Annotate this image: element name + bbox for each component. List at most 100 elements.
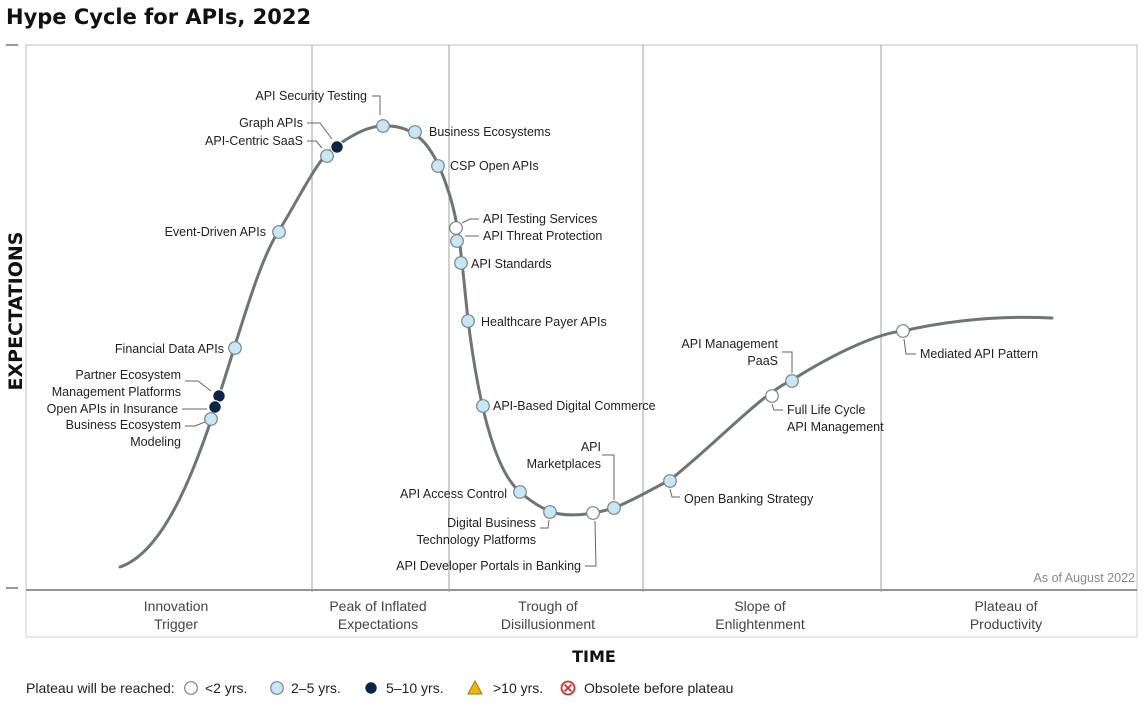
- point-api-management-paas[interactable]: [785, 374, 799, 388]
- label-graph-apis: Graph APIs: [239, 116, 303, 130]
- leader-mediated-api-pattern: [903, 338, 916, 355]
- point-event-driven-apis[interactable]: [272, 225, 286, 239]
- leader-api-security-testing: [372, 95, 381, 115]
- point-api-centric-saas[interactable]: [320, 149, 334, 163]
- label-partner-ecosystem-management-platforms: Management Platforms: [52, 385, 181, 399]
- legend-marker-x: [563, 683, 573, 693]
- leader-digital-business-technology-platforms: [540, 519, 550, 529]
- point-api-security-testing[interactable]: [376, 119, 390, 133]
- label-open-apis-in-insurance: Open APIs in Insurance: [47, 402, 178, 416]
- chart-title: Hype Cycle for APIs, 2022: [6, 5, 311, 29]
- label-api-standards: API Standards: [471, 257, 552, 271]
- legend-item-2to5: 2–5 yrs.: [270, 680, 341, 696]
- phase-label-slope-of-enlightenment: Slope of: [734, 598, 785, 614]
- label-api-developer-portals-in-banking: API Developer Portals in Banking: [396, 559, 581, 573]
- point-api-marketplaces[interactable]: [607, 501, 621, 515]
- point-api-based-digital-commerce[interactable]: [476, 399, 490, 413]
- label-business-ecosystem-modeling: Modeling: [130, 435, 181, 449]
- technology-points: [204, 119, 910, 520]
- phase-label-plateau-of-productivity: Plateau of: [974, 598, 1037, 614]
- legend-item-obsolete: Obsolete before plateau: [560, 680, 733, 696]
- leader-api-testing-services: [461, 218, 479, 224]
- label-full-life-cycle-api-management: API Management: [787, 420, 884, 434]
- legend-item-5to10: 5–10 yrs.: [364, 680, 444, 696]
- label-api-based-digital-commerce: API-Based Digital Commerce: [493, 399, 656, 413]
- phase-label-trough-of-disillusionment: Disillusionment: [501, 616, 595, 632]
- phase-label-peak-of-inflated-expectations: Expectations: [338, 616, 418, 632]
- point-api-standards[interactable]: [454, 256, 468, 270]
- point-graph-apis[interactable]: [330, 140, 344, 154]
- leader-api-centric-saas: [307, 140, 323, 149]
- legend-label-lt2: <2 yrs.: [205, 680, 247, 696]
- leader-api-management-paas: [782, 351, 793, 373]
- phase-band: [25, 589, 1138, 638]
- label-business-ecosystem-modeling: Business Ecosystem: [66, 418, 181, 432]
- hype-curve: [118, 124, 1054, 569]
- phase-label-trough-of-disillusionment: Trough of: [518, 598, 578, 614]
- label-api-threat-protection: API Threat Protection: [483, 229, 602, 243]
- legend-item-lt2: <2 yrs.: [184, 680, 247, 696]
- label-api-testing-services: API Testing Services: [483, 212, 597, 226]
- label-api-marketplaces: API: [581, 440, 601, 454]
- point-financial-data-apis[interactable]: [228, 341, 242, 355]
- phase-label-innovation-trigger: Trigger: [154, 616, 198, 632]
- legend-label-obsolete: Obsolete before plateau: [584, 680, 733, 696]
- phase-label-peak-of-inflated-expectations: Peak of Inflated: [329, 598, 426, 614]
- point-full-life-cycle-api-management[interactable]: [765, 389, 779, 403]
- legend-label-gt10: >10 yrs.: [493, 680, 543, 696]
- as-of-date: As of August 2022: [1034, 571, 1136, 585]
- point-mediated-api-pattern[interactable]: [896, 324, 910, 338]
- point-business-ecosystems[interactable]: [408, 125, 422, 139]
- legend-title: Plateau will be reached:: [26, 680, 175, 696]
- label-api-access-control: API Access Control: [400, 487, 507, 501]
- legend-marker-lt2: [184, 681, 198, 695]
- label-api-management-paas: PaaS: [747, 354, 778, 368]
- legend-label-2to5: 2–5 yrs.: [291, 680, 341, 696]
- label-event-driven-apis: Event-Driven APIs: [165, 225, 266, 239]
- leader-partner-ecosystem-management-platforms: [185, 380, 212, 392]
- label-full-life-cycle-api-management: Full Life Cycle: [787, 403, 866, 417]
- point-open-apis-in-insurance[interactable]: [208, 400, 222, 414]
- leader-full-life-cycle-api-management: [771, 403, 783, 411]
- legend-marker-5to10: [364, 681, 378, 695]
- legend-item-gt10: >10 yrs.: [467, 679, 543, 696]
- phase-label-slope-of-enlightenment: Enlightenment: [715, 616, 805, 632]
- point-open-banking-strategy[interactable]: [663, 474, 677, 488]
- label-api-management-paas: API Management: [681, 337, 778, 351]
- leader-api-marketplaces: [602, 454, 615, 500]
- leader-open-banking-strategy: [669, 488, 680, 498]
- point-api-testing-services[interactable]: [449, 221, 463, 235]
- x-axis-title: TIME: [572, 647, 616, 666]
- label-mediated-api-pattern: Mediated API Pattern: [920, 347, 1038, 361]
- legend-label-5to10: 5–10 yrs.: [386, 680, 444, 696]
- point-business-ecosystem-modeling[interactable]: [204, 412, 218, 426]
- point-api-threat-protection[interactable]: [450, 234, 464, 248]
- phase-dividers: [311, 45, 882, 592]
- phase-label-plateau-of-productivity: Productivity: [970, 616, 1042, 632]
- label-digital-business-technology-platforms: Digital Business: [447, 516, 536, 530]
- legend: Plateau will be reached: <2 yrs. 2–5 yrs.…: [26, 679, 733, 696]
- point-healthcare-payer-apis[interactable]: [461, 314, 475, 328]
- label-business-ecosystems: Business Ecosystems: [429, 125, 551, 139]
- y-axis-title: EXPECTATIONS: [5, 232, 27, 391]
- label-healthcare-payer-apis: Healthcare Payer APIs: [481, 315, 607, 329]
- label-leader-lines: [182, 95, 916, 567]
- leader-graph-apis: [307, 122, 333, 140]
- label-digital-business-technology-platforms: Technology Platforms: [416, 533, 536, 547]
- label-api-centric-saas: API-Centric SaaS: [205, 134, 303, 148]
- legend-marker-triangle: [467, 679, 483, 695]
- point-api-access-control[interactable]: [513, 485, 527, 499]
- leader-business-ecosystem-modeling: [185, 421, 206, 427]
- point-api-developer-portals-in-banking[interactable]: [586, 506, 600, 520]
- legend-marker-2to5: [270, 681, 284, 695]
- label-partner-ecosystem-management-platforms: Partner Ecosystem: [75, 368, 181, 382]
- label-api-marketplaces: Marketplaces: [527, 457, 601, 471]
- point-csp-open-apis[interactable]: [431, 159, 445, 173]
- leader-api-developer-portals-in-banking: [585, 520, 597, 567]
- label-open-banking-strategy: Open Banking Strategy: [684, 492, 814, 506]
- label-financial-data-apis: Financial Data APIs: [115, 342, 224, 356]
- label-api-security-testing: API Security Testing: [255, 89, 367, 103]
- point-digital-business-technology-platforms[interactable]: [543, 505, 557, 519]
